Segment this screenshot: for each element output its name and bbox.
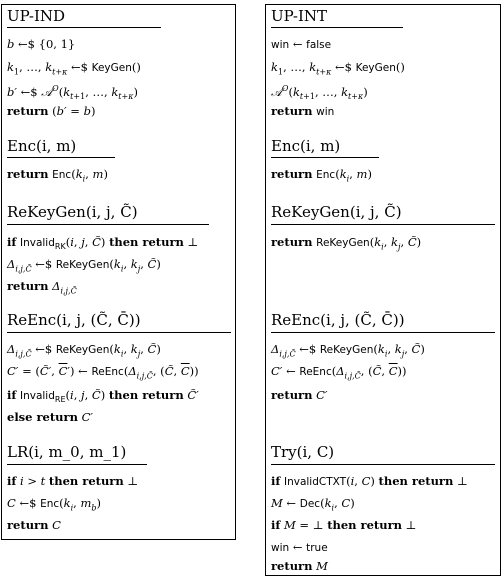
up-int-line-4: return win bbox=[271, 104, 335, 118]
reenc-oracle-title: ReEnc(i, j, (C̃, C̄)) bbox=[271, 311, 405, 329]
up-int-game-panel: UP-INT win ← false k1, …, kt+κ ←$ KeyGen… bbox=[265, 4, 501, 576]
reenc-line-2: C′ ← ReEnc(Δi,j,C̃, (C̃, C)) bbox=[271, 364, 407, 381]
enc-oracle-title: Enc(i, m) bbox=[7, 137, 77, 155]
try-line-4: win ← true bbox=[271, 540, 328, 554]
reenc-line-4: else return C′ bbox=[7, 410, 94, 424]
up-ind-line-2: k1, …, kt+κ ←$ KeyGen() bbox=[7, 60, 141, 77]
rekeygen-line-1: return ReKeyGen(ki, kj, C̃) bbox=[271, 235, 422, 252]
enc-oracle-title: Enc(i, m) bbox=[271, 137, 341, 155]
reenc-oracle-title: ReEnc(i, j, (C̃, C̄)) bbox=[7, 311, 141, 329]
rule bbox=[7, 224, 209, 225]
try-oracle-title: Try(i, C) bbox=[271, 443, 335, 461]
rule bbox=[7, 157, 115, 158]
rekeygen-line-2: Δi,j,C̃ ←$ ReKeyGen(ki, kj, C̃) bbox=[7, 257, 161, 274]
try-line-2: M ← Dec(ki, C) bbox=[271, 496, 355, 513]
rule bbox=[271, 157, 379, 158]
rekeygen-line-3: return Δi,j,C̃ bbox=[7, 279, 77, 296]
up-int-line-3: 𝒜O(kt+1, …, kt+κ) bbox=[271, 84, 368, 102]
up-ind-line-4: return (b′ = b) bbox=[7, 104, 96, 118]
up-ind-line-1: b ←$ {0, 1} bbox=[7, 37, 76, 51]
rule bbox=[271, 464, 495, 465]
reenc-line-2: C′ = (C̃′, C′) ← ReEnc(Δi,j,C̃, (C̃, C)) bbox=[7, 364, 199, 381]
up-ind-game-panel: UP-IND b ←$ {0, 1} k1, …, kt+κ ←$ KeyGen… bbox=[1, 4, 236, 540]
try-line-3: if M = ⊥ then return ⊥ bbox=[271, 518, 417, 532]
lr-line-1: if i > t then return ⊥ bbox=[7, 474, 139, 488]
rekeygen-oracle-title: ReKeyGen(i, j, C̃) bbox=[7, 203, 138, 221]
lr-line-2: C ←$ Enc(ki, mb) bbox=[7, 496, 102, 513]
up-ind-line-3: b′ ←$ 𝒜O(kt+1, …, kt+κ) bbox=[7, 84, 138, 102]
reenc-line-1: Δi,j,C̃ ←$ ReKeyGen(ki, kj, C̃) bbox=[271, 342, 425, 359]
rule bbox=[7, 27, 161, 28]
try-line-1: if InvalidCTXT(i, C) then return ⊥ bbox=[271, 474, 468, 488]
up-int-line-1: win ← false bbox=[271, 37, 332, 51]
enc-oracle-line-1: return Enc(ki, m) bbox=[7, 167, 108, 184]
up-int-title: UP-INT bbox=[271, 7, 328, 25]
up-ind-title: UP-IND bbox=[7, 7, 66, 25]
reenc-line-1: Δi,j,C̃ ←$ ReKeyGen(ki, kj, C̃) bbox=[7, 342, 161, 359]
rekeygen-line-1: if InvalidRK(i, j, C̃) then return ⊥ bbox=[7, 235, 199, 252]
lr-oracle-title: LR(i, m_0, m_1) bbox=[7, 443, 127, 461]
rule bbox=[271, 332, 495, 333]
lr-line-3: return C bbox=[7, 518, 61, 532]
rule bbox=[7, 464, 147, 465]
rule bbox=[7, 332, 231, 333]
enc-oracle-line-1: return Enc(ki, m) bbox=[271, 167, 372, 184]
up-int-line-2: k1, …, kt+κ ←$ KeyGen() bbox=[271, 60, 405, 77]
reenc-line-3: if InvalidRE(i, j, C̃) then return C̃′ bbox=[7, 388, 199, 405]
rule bbox=[271, 27, 403, 28]
rule bbox=[271, 224, 495, 225]
try-line-5: return M bbox=[271, 559, 328, 573]
reenc-line-3: return C′ bbox=[271, 388, 328, 402]
rekeygen-oracle-title: ReKeyGen(i, j, C̃) bbox=[271, 203, 402, 221]
